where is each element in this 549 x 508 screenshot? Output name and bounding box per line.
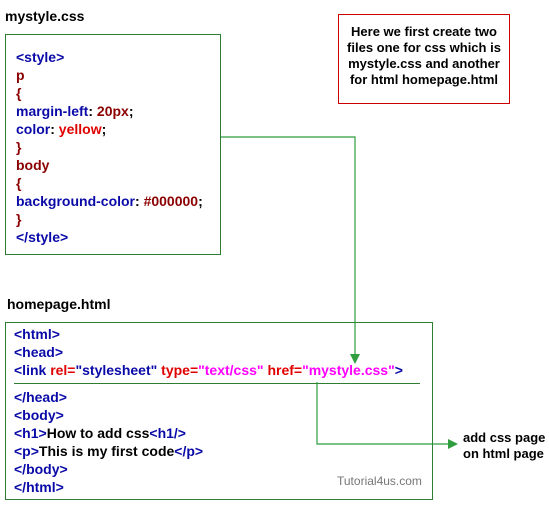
code-token: "mystyle.css"	[302, 362, 395, 378]
code-line: </html>	[14, 478, 203, 496]
watermark: Tutorial4us.com	[337, 474, 422, 488]
code-token: href=	[267, 362, 303, 378]
arrow-label: add css page on html page	[463, 430, 546, 461]
code-line: </body>	[14, 460, 203, 478]
code-token: </style>	[16, 229, 69, 245]
code-token: }	[16, 139, 22, 155]
code-line: background-color: #000000;	[16, 192, 203, 210]
code-line: </style>	[16, 228, 203, 246]
code-token: </head>	[14, 389, 67, 405]
code-line: }	[16, 210, 203, 228]
code-line: }	[16, 138, 203, 156]
html-file-title: homepage.html	[7, 296, 111, 312]
code-line: <style>	[16, 48, 203, 66]
code-token: </html>	[14, 479, 64, 495]
code-token: type=	[161, 362, 199, 378]
code-line: <link rel="stylesheet" type="text/css" h…	[14, 361, 403, 379]
code-line: margin-left: 20px;	[16, 102, 203, 120]
code-token: <head>	[14, 344, 64, 360]
code-token: margin-left	[16, 103, 89, 119]
html-code-head-block: <html><head><link rel="stylesheet" type=…	[14, 325, 403, 379]
code-token: "stylesheet"	[75, 362, 162, 378]
css-file-title: mystyle.css	[5, 8, 85, 24]
code-token: background-color	[16, 193, 136, 209]
code-token: :	[135, 193, 144, 209]
code-line: <body>	[14, 406, 203, 424]
code-line: color: yellow;	[16, 120, 203, 138]
code-token: <p>	[14, 443, 39, 459]
code-token: >	[394, 362, 403, 378]
code-token: </body>	[14, 461, 68, 477]
code-token: {	[16, 175, 22, 191]
code-token: ;	[198, 193, 203, 209]
code-token: #000000	[143, 193, 199, 209]
code-token: rel=	[50, 362, 76, 378]
code-token: How to add css	[46, 425, 150, 441]
code-line: </head>	[14, 388, 203, 406]
code-token: "text/css"	[198, 362, 268, 378]
code-line: <head>	[14, 343, 403, 361]
code-token: color	[16, 121, 51, 137]
code-token: <h1>	[14, 425, 47, 441]
code-token: <html>	[14, 326, 60, 342]
css-code-block: <style>p{margin-left: 20px;color: yellow…	[16, 48, 203, 246]
code-token: <h1/>	[149, 425, 186, 441]
html-code-body-block: </head><body><h1>How to add css<h1/><p>T…	[14, 388, 203, 496]
code-token: <link	[14, 362, 51, 378]
code-token: </p>	[174, 443, 204, 459]
code-token: p	[16, 67, 25, 83]
code-token: yellow	[58, 121, 102, 137]
code-token: <body>	[14, 407, 64, 423]
code-line: {	[16, 174, 203, 192]
code-token: This is my first code	[38, 443, 175, 459]
code-line: p	[16, 66, 203, 84]
code-token: 20px	[96, 103, 129, 119]
code-line: <html>	[14, 325, 403, 343]
code-token: }	[16, 211, 22, 227]
link-to-label-arrow	[316, 382, 458, 449]
css-to-link-arrow	[221, 136, 360, 364]
code-line: body	[16, 156, 203, 174]
code-token: ;	[101, 121, 107, 137]
code-token: body	[16, 157, 50, 173]
code-line: <p>This is my first code</p>	[14, 442, 203, 460]
link-underline	[14, 383, 420, 384]
code-line: <h1>How to add css<h1/>	[14, 424, 203, 442]
code-token: :	[50, 121, 59, 137]
code-token: ;	[128, 103, 134, 119]
html-code-box	[5, 322, 433, 500]
code-token: :	[88, 103, 97, 119]
css-code-box	[5, 34, 221, 255]
code-token: {	[16, 85, 22, 101]
code-line: {	[16, 84, 203, 102]
code-token: <style>	[16, 49, 65, 65]
explanation-note: Here we first create two files one for c…	[338, 14, 510, 104]
